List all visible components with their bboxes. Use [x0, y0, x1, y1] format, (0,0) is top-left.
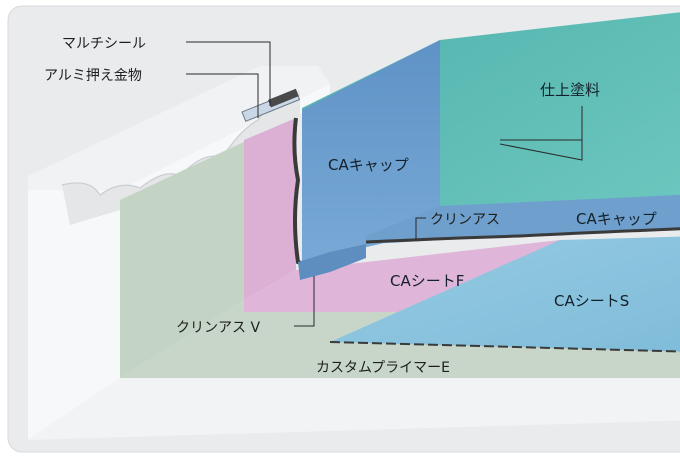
- ca-sheet-s-edge: [329, 341, 680, 353]
- concrete-parapet-top: [28, 66, 330, 190]
- cleanas-wall-bead: [292, 117, 321, 270]
- leader-cleanas: [415, 217, 426, 240]
- label-ca-sheet-f: CAシートF: [390, 272, 464, 290]
- leader-top-coat: [499, 106, 583, 161]
- ca-sheet-f-wall: [244, 118, 296, 300]
- label-aluminum-bar: アルミ押え金物: [44, 68, 142, 84]
- label-top-coat: 仕上塗料: [540, 81, 600, 99]
- concrete-fracture: [62, 90, 300, 225]
- custom-primer-layer: [120, 142, 244, 378]
- label-multi-seal: マルチシール: [62, 36, 146, 52]
- label-cleanas-v: クリンアス V: [176, 320, 260, 336]
- cleanas-floor-bead: [365, 227, 680, 244]
- label-custom-primer: カスタムプライマーE: [316, 360, 450, 376]
- floor-slab: [28, 378, 680, 440]
- ca-cap-joint: [298, 244, 366, 280]
- label-ca-sheet-s: CAシートS: [554, 292, 629, 310]
- leader-aluminum-bar: [186, 73, 259, 118]
- leader-cleanas-v: [294, 276, 315, 327]
- ca-cap-wall: [302, 40, 440, 262]
- leader-multi-seal: [186, 41, 271, 106]
- multi-seal: [267, 88, 299, 108]
- label-ca-cap-wall: CAキャップ: [328, 156, 409, 174]
- label-ca-cap-floor: CAキャップ: [576, 210, 657, 228]
- ca-sheet-s: [330, 236, 680, 352]
- label-cleanas: クリンアス: [430, 212, 500, 228]
